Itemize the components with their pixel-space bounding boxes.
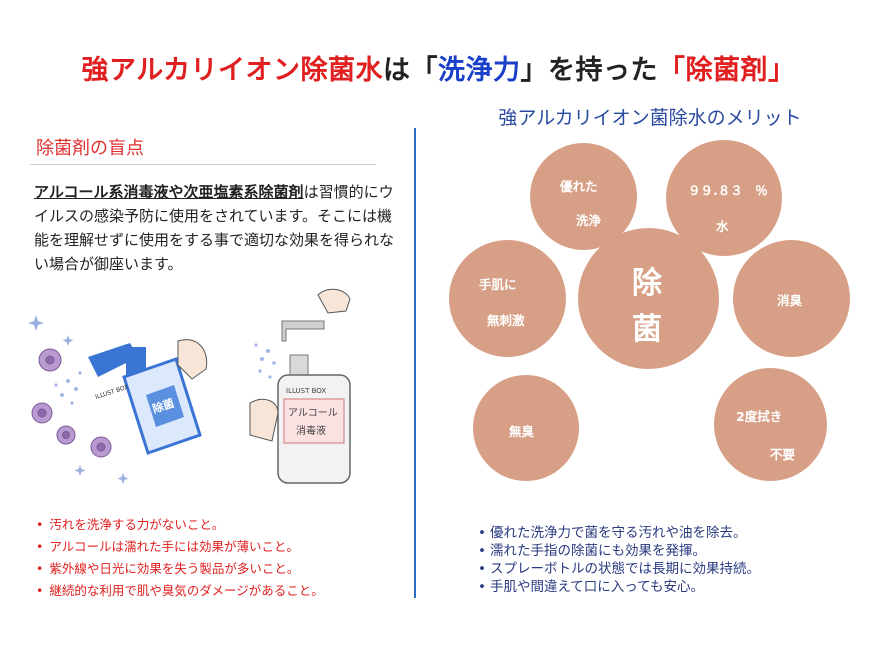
left-paragraph-body: は習慣的にウイルスの感染予防に使用をされています。そこには機能を理解せずに使用を… [34,183,395,273]
left-paragraph: アルコール系消毒液や次亜塩素系除菌剤は習慣的にウイルスの感染予防に使用をされてい… [34,180,404,276]
title-part-disinfectant: 「除菌剤」 [657,55,796,86]
bubble-text: 消臭 [777,293,803,308]
list-item: 優れた洗浄力で菌を守る汚れや油を除去。 [478,524,760,542]
hand-icon [317,288,351,314]
bubble-text: 菌 [632,312,662,347]
list-item: 手肌や間違えて口に入っても安心。 [478,578,760,596]
droplets [254,343,276,379]
bubble-text: 除 [632,266,662,301]
column-divider [414,128,416,598]
pump-bottle-icon: ILLUST BOX アルコール 消毒液 [277,320,351,484]
right-heading: 強アルカリイオン菌除水のメリット [498,107,802,129]
list-item: スプレーボトルの状態では長期に効果持続。 [478,560,760,578]
left-paragraph-emphasis: アルコール系消毒液や次亜塩素系除菌剤 [34,183,304,201]
left-heading-underline [30,164,376,165]
sparkle-icon [28,315,129,484]
page-title: 強アルカリイオン除菌水は「洗浄力」を持った「除菌剤」 [0,48,877,87]
list-item: 継続的な利用で肌や臭気のダメージがあること。 [36,580,323,602]
bubble-deodorize: 消臭 [733,240,850,357]
left-problem-list: 汚れを洗浄する力がないこと。 アルコールは濡れた手には効果が薄いこと。 紫外線や… [36,514,324,602]
title-part-cleaning-power: 洗浄力 [437,55,521,86]
bubble-text: 無刺激 [487,313,525,328]
hand-icon [249,398,279,442]
bubble-text: 手肌に [479,277,517,292]
bubble-text: 不要 [770,447,796,462]
left-heading: 除菌剤の盲点 [36,138,144,159]
title-part-having: 」を持った [520,55,658,86]
virus-icon [31,348,112,458]
list-item: 濡れた手指の除菌にも効果を発揮。 [478,542,760,560]
right-merit-list: 優れた洗浄力で菌を守る汚れや油を除去。 濡れた手指の除菌にも効果を発揮。 スプレ… [478,524,760,596]
spray-mist [54,371,82,405]
bubble-text: 無臭 [509,424,535,439]
bubble-skin: 手肌に 無刺激 [449,240,566,357]
bottle-label-line1: アルコール [288,408,338,419]
bubble-text: 2度拭き [736,409,783,424]
list-item: 汚れを洗浄する力がないこと。 [36,514,324,536]
bubble-text: ９９.８３ ％ [688,183,768,198]
bottle-label-line2: 消毒液 [296,424,326,437]
bubble-odorless: 無臭 [473,375,579,481]
bubble-disinfect-center: 除 菌 [578,228,719,369]
disinfectant-illustration: ILLUST BOX 除菌 ILLUST BOX アルコール 消毒液 [28,288,351,484]
bottle-brand-text: ILLUST BOX [286,387,326,395]
list-item: アルコールは濡れた手には効果が薄いこと。 [36,536,324,558]
list-item: 紫外線や日光に効果を失う製品が多いこと。 [36,558,324,580]
bubble-text: 水 [716,219,729,234]
title-part-connector: は「 [382,55,438,86]
bubble-text: 優れた [560,179,598,194]
spray-bottle-icon: ILLUST BOX 除菌 [88,339,208,455]
bubble-cleaning: 優れた 洗浄 [530,143,637,250]
bubble-text: 洗浄 [576,213,602,228]
bubble-water-percent: ９９.８３ ％ 水 [666,140,782,256]
bubble-no-rewipe: 2度拭き 不要 [714,368,827,481]
title-part-product: 強アルカリイオン除菌水 [81,55,383,86]
spray-brand-text: ILLUST BOX [94,384,129,401]
spray-label-text: 除菌 [151,396,176,416]
